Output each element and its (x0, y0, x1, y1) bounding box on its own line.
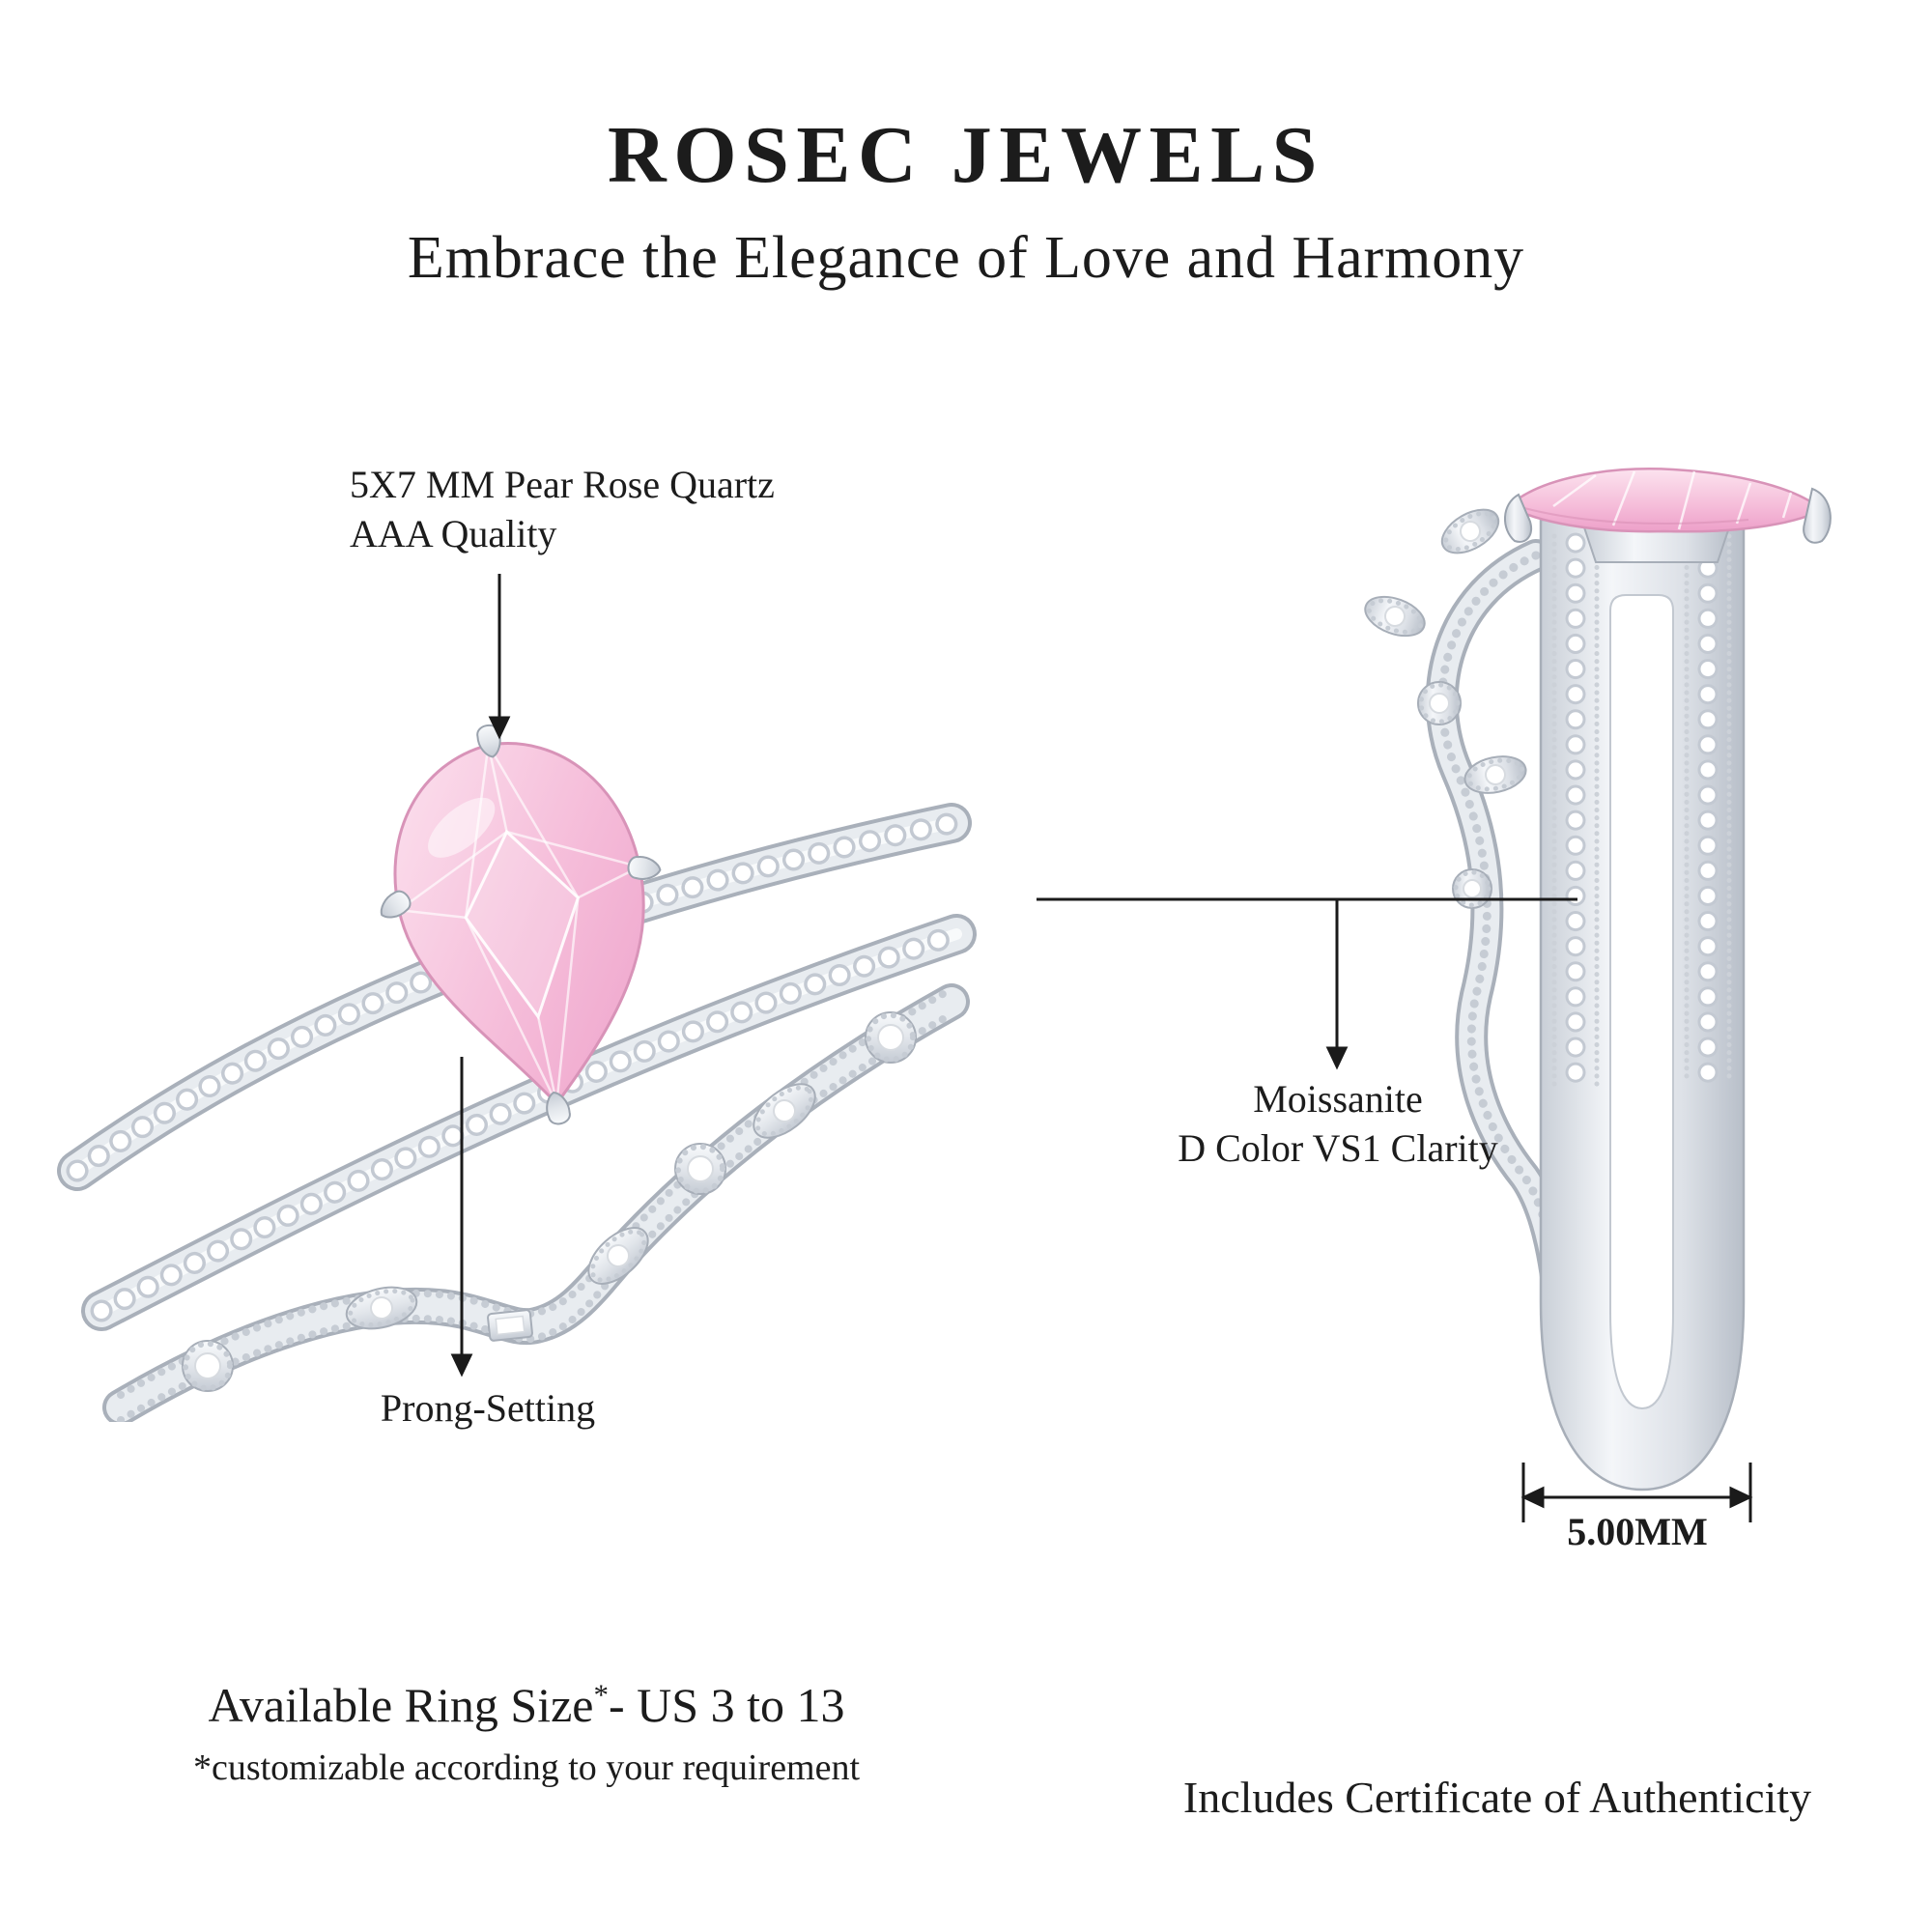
stone-facets (1552, 470, 1793, 530)
moissanite-annotation: Moissanite D Color VS1 Clarity (1145, 1074, 1531, 1173)
moissanite-annotation-line1: Moissanite (1253, 1077, 1423, 1121)
ring-size-value: - US 3 to 13 (609, 1678, 845, 1732)
ring-size-line: Available Ring Size*- US 3 to 13 (92, 1677, 961, 1733)
stone-annotation-line2: AAA Quality (350, 512, 557, 556)
round-bezel-stone (865, 1011, 917, 1064)
width-measurement-label: 5.00MM (1567, 1510, 1708, 1553)
leaf-motif (1463, 755, 1527, 794)
brand-title: ROSEC JEWELS (608, 110, 1324, 200)
leaf-motif (753, 1083, 816, 1139)
shank-side (1539, 518, 1746, 1492)
round-bezel-stone (1417, 681, 1462, 725)
ring-size-label: Available Ring Size (208, 1678, 594, 1732)
leaf-motif (1364, 595, 1426, 638)
moissanite-pave-columns (1551, 532, 1732, 1097)
brand-tagline: Embrace the Elegance of Love and Harmony (407, 225, 1525, 291)
beaded-band-side (1364, 508, 1579, 1354)
rose-quartz-side (1503, 468, 1832, 563)
leaf-motif (1440, 508, 1500, 554)
round-bezel-stone (674, 1143, 726, 1195)
moissanite-annotation-line2: D Color VS1 Clarity (1178, 1126, 1498, 1171)
certificate-note: Includes Certificate of Authenticity (1182, 1773, 1812, 1822)
prongs (380, 724, 662, 1125)
stone-annotation-line1: 5X7 MM Pear Rose Quartz (350, 463, 775, 506)
prong-setting-label: Prong-Setting (380, 1386, 596, 1430)
ring-set-side-view-image (1364, 468, 1832, 1492)
round-bezel-stone (1452, 868, 1492, 909)
round-bezel-stone (182, 1340, 234, 1392)
pear-rose-quartz-stone (380, 724, 662, 1125)
prongs (1503, 487, 1832, 544)
pave-band-lower (81, 914, 977, 1331)
stone-highlight (428, 797, 496, 858)
beaded-chevron-band (102, 983, 970, 1422)
ring-size-info: Available Ring Size*- US 3 to 13 *custom… (92, 1677, 961, 1789)
leaf-motif (345, 1286, 418, 1330)
customization-note: *customizable according to your requirem… (192, 1747, 861, 1788)
leaf-motif (587, 1227, 649, 1285)
baguette-stone (487, 1309, 533, 1342)
ring-size-asterisk: * (593, 1677, 610, 1712)
stone-annotation: 5X7 MM Pear Rose Quartz AAA Quality (350, 460, 775, 558)
pave-band-upper (57, 803, 972, 1191)
ring-set-front-view-image (57, 724, 977, 1422)
